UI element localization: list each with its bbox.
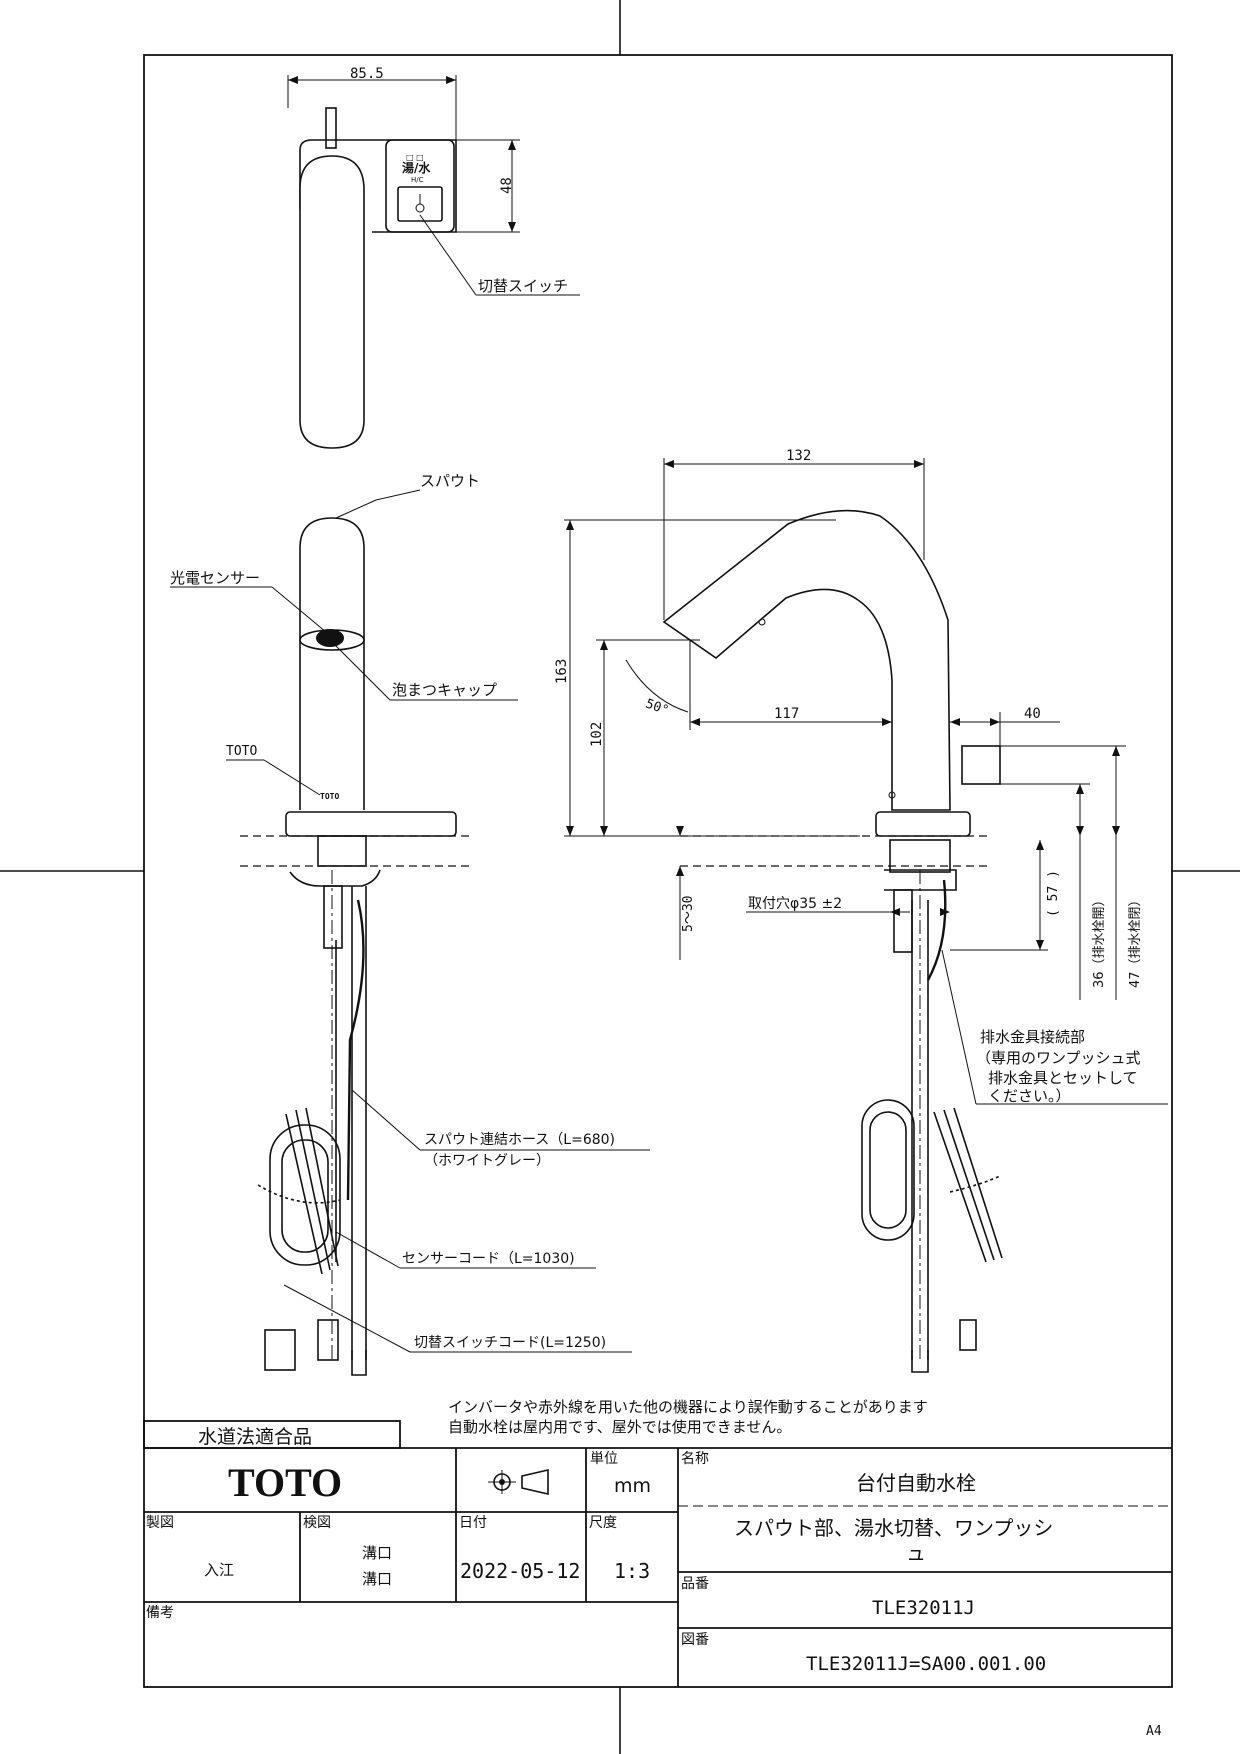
scale-label: 尺度: [589, 1515, 617, 1531]
dim-57: ( 57 ): [1046, 870, 1061, 917]
dim-36: 36（排水栓開）: [1092, 893, 1107, 988]
dim-163: 163: [554, 659, 570, 684]
notes: インバータや赤外線を用いた他の機器により誤作動することがあります 自動水栓は屋内…: [448, 1398, 928, 1436]
callout-cap: 泡まつキャップ: [392, 681, 497, 699]
name-label: 名称: [681, 1451, 709, 1467]
dim-hole: 取付穴φ35 ±2: [748, 896, 842, 912]
part-no-value: TLE32011J: [872, 1597, 975, 1619]
brand-logo: TOTO: [228, 1460, 342, 1505]
svg-text:□ □: □ □: [406, 153, 424, 162]
drain-note-line4: ください。）: [988, 1087, 1071, 1105]
dim-132: 132: [786, 448, 811, 464]
switch-panel-label: 湯/水: [402, 160, 431, 175]
desc-value-2: ュ: [906, 1541, 926, 1565]
drawing-no-value: TLE32011J=SA00.001.00: [806, 1653, 1046, 1675]
side-view: 132 163 102 117 40 50° 5～30 取付穴φ35 ±2 ( …: [554, 448, 1168, 1373]
scale-value: 1:3: [614, 1559, 650, 1583]
drawn-value: 入江: [204, 1561, 234, 1579]
dim-47: 47（排水栓閉）: [1128, 893, 1143, 988]
callout-sensor-cord: センサーコード（L=1030): [402, 1251, 575, 1267]
third-angle-projection-icon: [488, 1468, 549, 1496]
dim-40: 40: [1024, 706, 1041, 722]
dim-102: 102: [589, 722, 605, 747]
sensor-lens: [316, 629, 344, 647]
sheet-size: A4: [1146, 1724, 1162, 1739]
note-line-2: 自動水栓は屋内用です、屋外では使用できません。: [448, 1418, 791, 1436]
body-logo: TOTO: [320, 792, 339, 801]
callout-switch: 切替スイッチ: [478, 277, 568, 295]
dim-117: 117: [774, 706, 799, 722]
note-line-1: インバータや赤外線を用いた他の機器により誤作動することがあります: [448, 1398, 928, 1416]
part-no-label: 品番: [681, 1576, 709, 1592]
checked-value-2: 溝口: [362, 1570, 392, 1588]
thermometer-icon: [415, 203, 425, 213]
remarks-label: 備考: [146, 1605, 174, 1621]
title-block: 水道法適合品 TOTO 単位 mm 名称 台付自動水栓 スパウト部、湯水切替、ワ…: [143, 1420, 1172, 1687]
drawn-label: 製図: [146, 1515, 174, 1531]
dim-48: 48: [499, 177, 515, 194]
drain-note-line2: （専用のワンプッシュ式: [976, 1049, 1141, 1067]
dim-85-5: 85.5: [350, 66, 384, 82]
callout-toto: TOTO: [226, 744, 257, 759]
checked-value-1: 溝口: [362, 1544, 392, 1562]
date-label: 日付: [459, 1515, 487, 1531]
drain-note-line3: 排水金具とセットして: [988, 1069, 1138, 1087]
unit-value: mm: [614, 1475, 651, 1497]
callout-sensor: 光電センサー: [170, 569, 260, 587]
callout-hose-color: （ホワイトグレー）: [424, 1153, 550, 1169]
date-value: 2022-05-12: [460, 1559, 580, 1583]
desc-value-1: スパウト部、湯水切替、ワンプッシ: [734, 1516, 1053, 1540]
unit-label: 単位: [590, 1451, 618, 1467]
callout-switch-cord: 切替スイッチコード(L=1250): [414, 1335, 606, 1351]
callout-hose: スパウト連結ホース（L=680): [424, 1132, 615, 1148]
compliance-label: 水道法適合品: [198, 1426, 312, 1448]
switch-panel-sub: H/C: [411, 176, 424, 184]
checked-label: 検図: [303, 1515, 331, 1531]
dim-angle: 50°: [643, 697, 670, 719]
front-view: TOTO スパウト 光電センサー 泡まつキャップ TOTO スパウト連結ホース（: [170, 472, 650, 1376]
callout-spout: スパウト: [420, 472, 480, 490]
drawing-no-label: 図番: [681, 1632, 709, 1648]
name-value: 台付自動水栓: [856, 1471, 976, 1495]
top-view: 85.5 □ □ 湯/水 H/C 48 切替スイッチ: [287, 66, 580, 449]
drain-note-title: 排水金具接続部: [980, 1028, 1085, 1046]
dim-5-30: 5～30: [681, 896, 696, 932]
